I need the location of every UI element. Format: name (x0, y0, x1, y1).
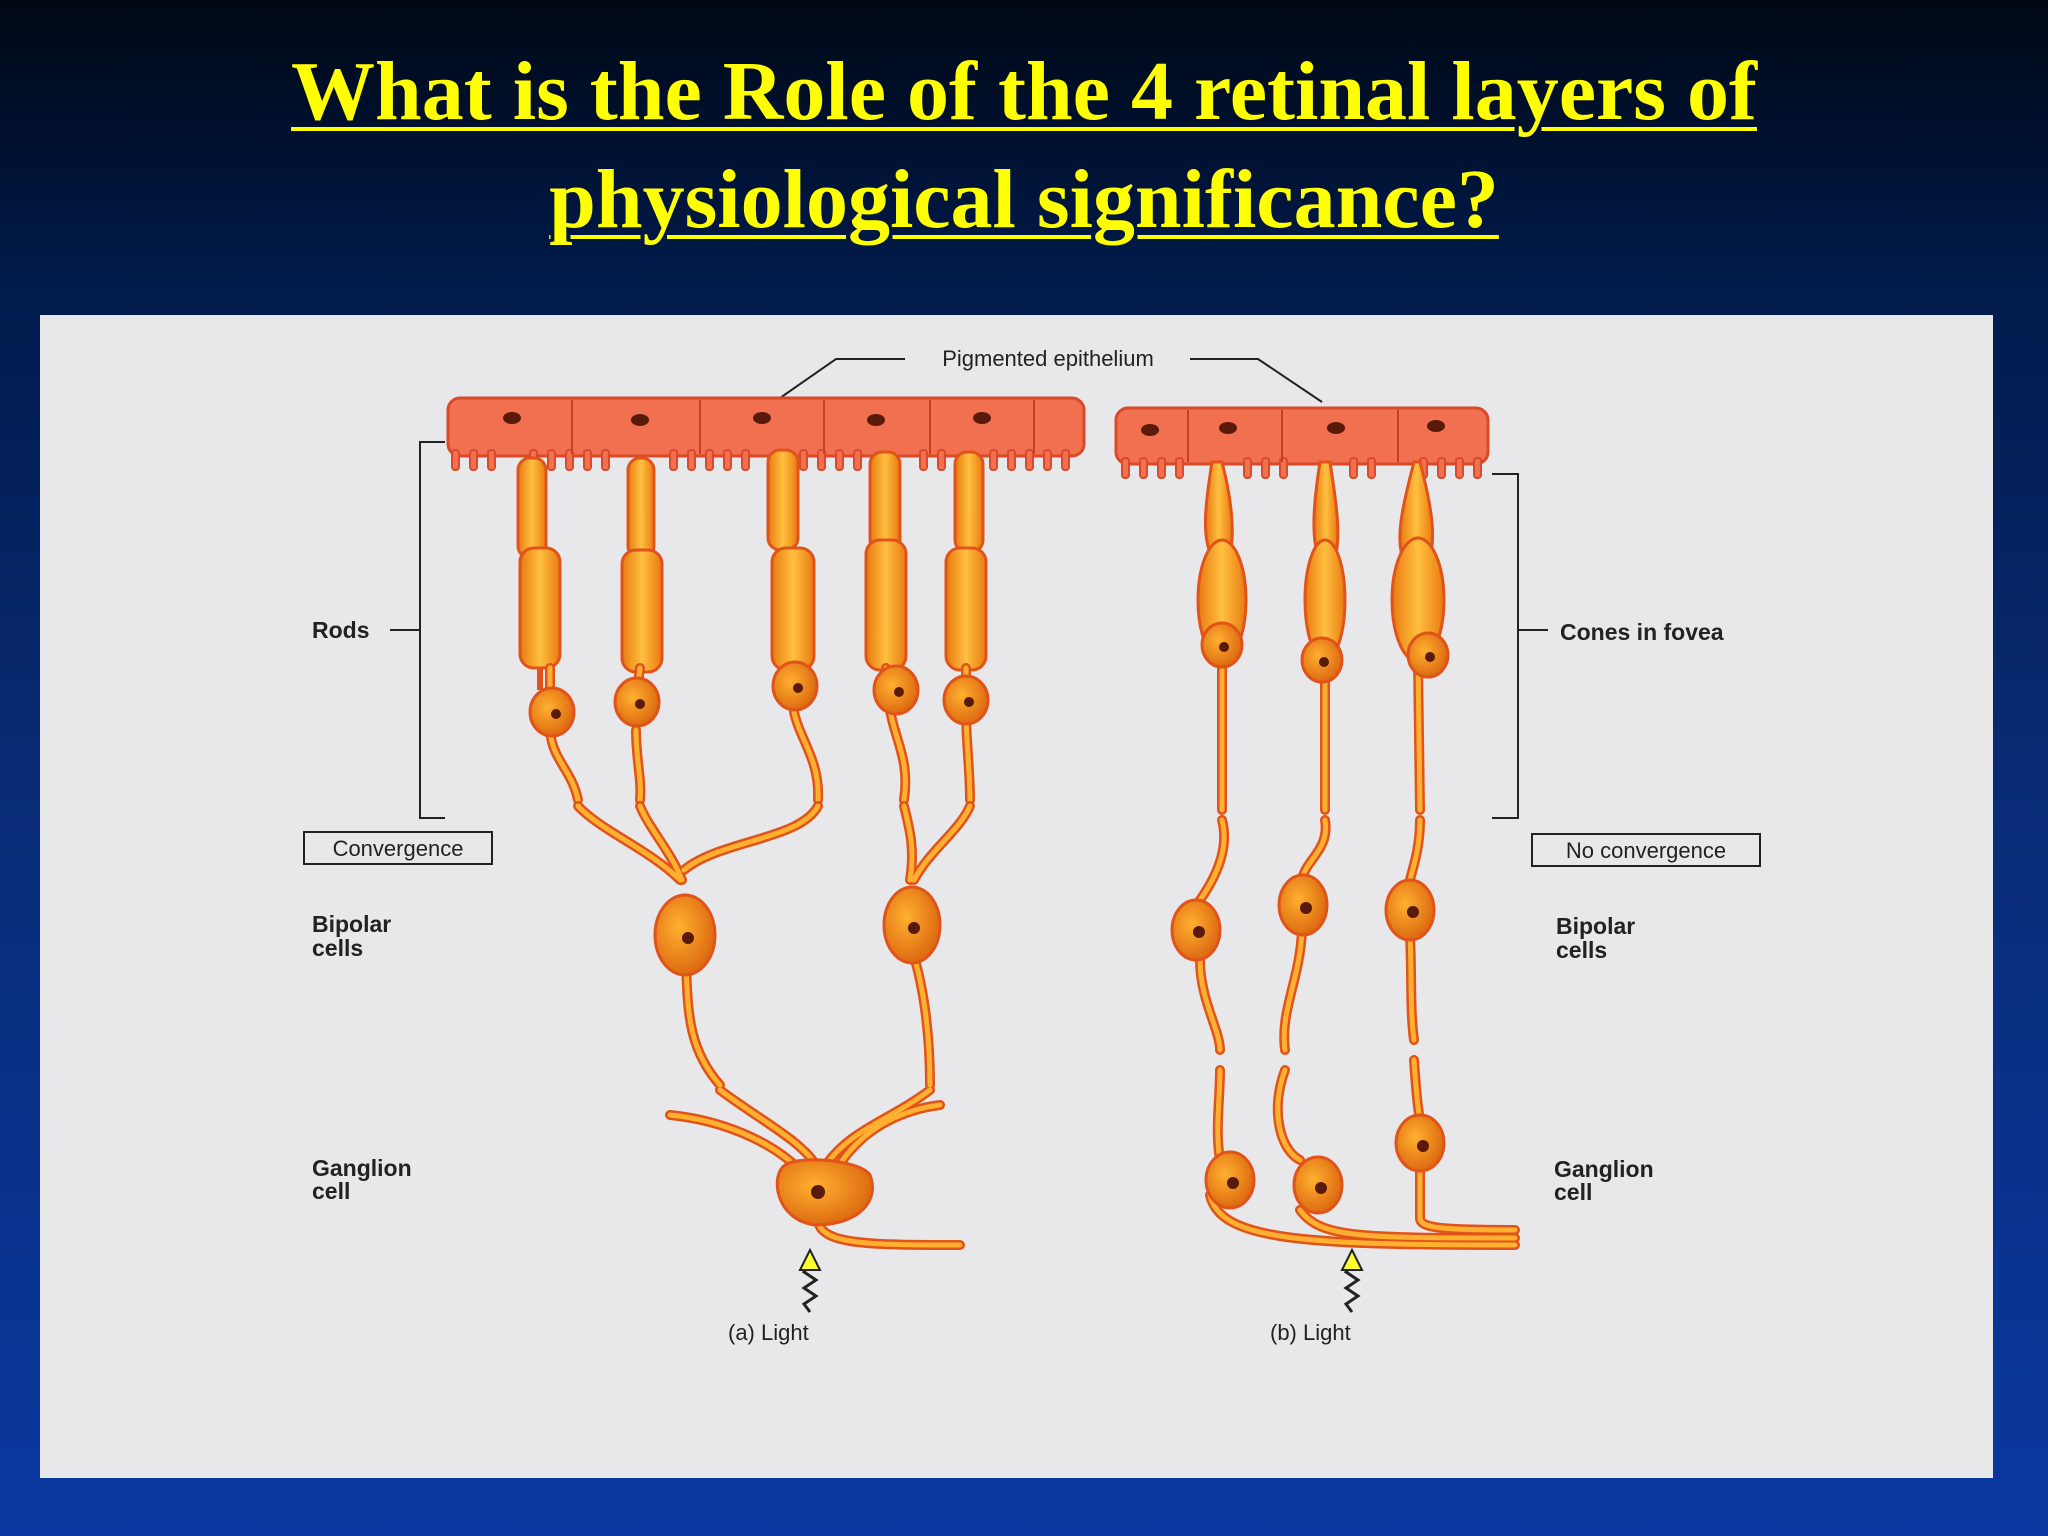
rod-5 (944, 450, 988, 672)
convergence-pathway (573, 801, 975, 1250)
rod-4 (864, 450, 908, 672)
ganglion-right-label-1: Ganglion (1554, 1156, 1654, 1182)
rod-3 (766, 448, 816, 672)
pigmented-epithelium-right (1114, 406, 1490, 479)
light-b-label: (b) Light (1270, 1320, 1351, 1345)
bipolar-left-label-1: Bipolar (312, 911, 391, 937)
light-arrow-a (798, 1247, 822, 1313)
rod-somas (528, 660, 990, 805)
diagram-panel (40, 315, 1993, 1478)
rods-bracket (419, 441, 445, 819)
rod-1 (516, 456, 562, 690)
epithelium-leader-right (1190, 358, 1323, 403)
pigmented-epithelium-label: Pigmented epithelium (942, 346, 1154, 371)
cones-in-fovea-label: Cones in fovea (1560, 619, 1724, 645)
no-convergence-box (1531, 833, 1761, 867)
convergence-label: Convergence (333, 836, 464, 861)
pigmented-epithelium-left (446, 396, 1086, 471)
ganglion-left-label-2: cell (312, 1178, 350, 1204)
rods-label: Rods (312, 617, 370, 643)
bipolar-right-label-1: Bipolar (1556, 913, 1635, 939)
slide-title-line-1: What is the Role of the 4 retinal layers… (291, 45, 1757, 138)
bipolar-right-label-2: cells (1556, 937, 1607, 963)
cone-pathways (1170, 460, 1520, 1250)
convergence-box (303, 831, 493, 865)
bipolar-left-label-2: cells (312, 935, 363, 961)
cones-bracket (1492, 473, 1519, 819)
pigmented-epithelium-label-group: Pigmented epithelium (779, 346, 1323, 403)
rod-2 (620, 456, 664, 674)
light-a-label: (a) Light (728, 1320, 809, 1345)
slide-title-line-2: physiological significance? (549, 153, 1499, 246)
ganglion-left-label-1: Ganglion (312, 1155, 412, 1181)
ganglion-right-label-2: cell (1554, 1179, 1592, 1205)
epithelium-leader-left (779, 358, 905, 399)
light-arrow-b (1340, 1247, 1364, 1313)
slide-title: What is the Role of the 4 retinal layers… (0, 38, 2048, 254)
no-convergence-label: No convergence (1566, 838, 1726, 863)
rod-cells (516, 448, 988, 690)
